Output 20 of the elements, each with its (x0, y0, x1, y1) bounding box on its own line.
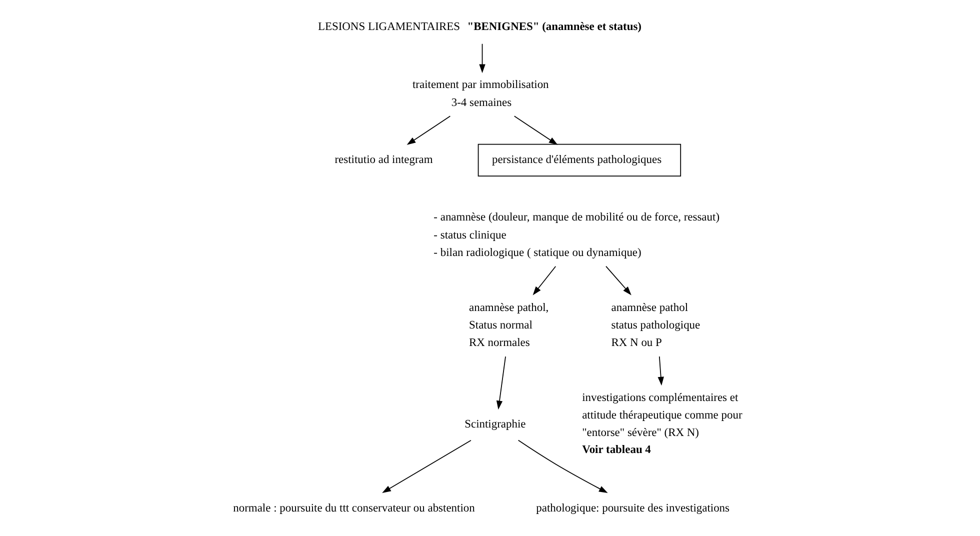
arrow (514, 116, 558, 145)
node-text: - anamnèse (douleur, manque de mobilité ou de force, ressaut) - status clinique - bilan radiologique ( statique ou dynamique) (434, 212, 720, 259)
node-text: restitutio ad integram (334, 154, 433, 166)
node-text: Scintigraphie (464, 418, 526, 430)
arrow (532, 266, 556, 296)
node-text: investigations complémentaires et attitude thérapeutique comme pour "entorse" sévère" (RX N) Voir tableau 4 (582, 392, 742, 456)
arrow (496, 356, 506, 410)
arrow (606, 266, 632, 296)
arrow (382, 440, 472, 493)
node-text: LESIONS LIGAMENTAIRES "BENIGNES" (anamnèse et status) (318, 20, 642, 33)
arrow (479, 43, 486, 74)
node-text: anamnèse pathol status pathologique RX N ou P (611, 302, 700, 350)
node-text: traitement par immobilisation 3-4 semaines (412, 79, 549, 109)
arrow (518, 440, 608, 494)
node-text: anamnèse pathol, Status normal RX normales (469, 302, 549, 350)
node-box: persistance d'éléments pathologiques (478, 144, 682, 177)
node-text: normale : poursuite du ttt conservateur ou abstention (233, 502, 475, 514)
arrow (658, 356, 664, 386)
arrow (406, 116, 451, 145)
node-text: pathologique: poursuite des investigations (536, 502, 730, 514)
